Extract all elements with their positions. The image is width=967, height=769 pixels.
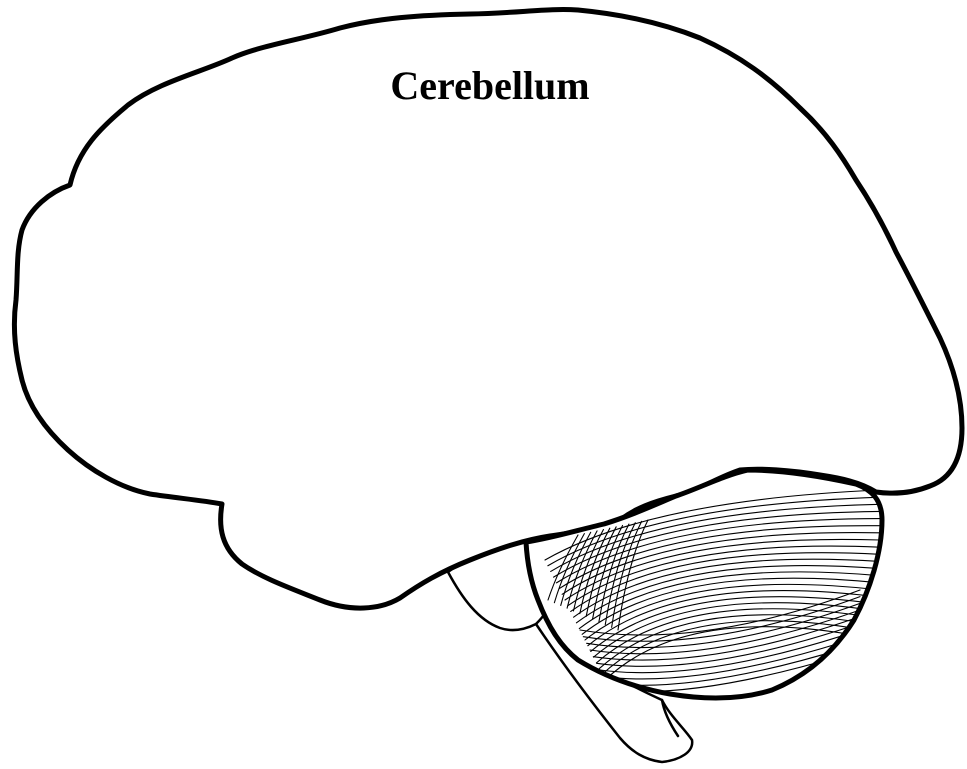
diagram-title: Cerebellum xyxy=(0,62,967,110)
